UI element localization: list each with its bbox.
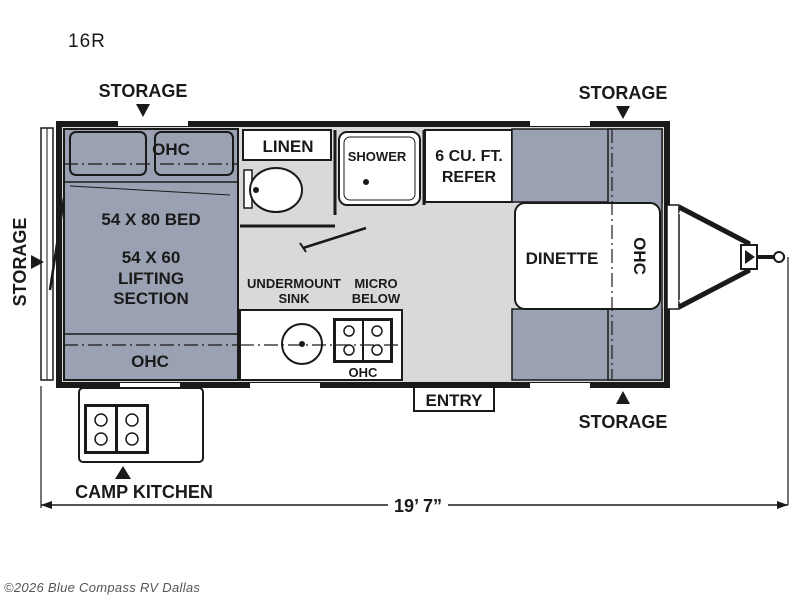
- entry-label: ENTRY: [426, 391, 484, 410]
- lifting-size-label: 54 X 60: [122, 248, 181, 267]
- lifting-label: LIFTING: [118, 269, 184, 288]
- camp-stove-icon: [84, 404, 149, 454]
- kitchen-counter: UNDERMOUNT SINK MICRO BELOW OHC: [239, 276, 403, 381]
- entry-door: ENTRY: [413, 386, 495, 412]
- bed-area: OHC 54 X 80 BED 54 X 60 LIFTING SECTION …: [48, 128, 239, 381]
- storage-left-label: STORAGE: [10, 218, 30, 307]
- refer-size-label: 6 CU. FT.: [435, 148, 503, 165]
- storage-bottom-right: STORAGE: [579, 391, 668, 432]
- toilet-icon: [243, 167, 303, 213]
- storage-top-left-label: STORAGE: [99, 81, 188, 101]
- micro-label-line1: MICRO: [354, 276, 397, 291]
- length-label: 19’ 7”: [394, 496, 442, 516]
- sink-label-line2: SINK: [278, 291, 310, 306]
- storage-arrow-icon: [616, 106, 630, 119]
- stove-icon: [333, 318, 393, 363]
- camp-kitchen: CAMP KITCHEN: [75, 387, 213, 502]
- ohc-kitchen-label: OHC: [349, 365, 379, 380]
- shower-label: SHOWER: [348, 149, 407, 164]
- storage-top-left: STORAGE: [99, 81, 188, 117]
- refer-label: REFER: [442, 169, 497, 186]
- bed-size-label: 54 X 80 BED: [101, 210, 200, 229]
- dinette-area: DINETTE OHC: [511, 128, 663, 381]
- storage-top-right-label: STORAGE: [579, 83, 668, 103]
- ohc-bed-top-label: OHC: [152, 140, 190, 159]
- hitch-icon: [666, 204, 789, 505]
- camp-kitchen-label: CAMP KITCHEN: [75, 482, 213, 502]
- length-dimension: 19’ 7”: [40, 386, 788, 516]
- storage-arrow-icon: [115, 466, 131, 479]
- sink-icon: [281, 323, 323, 365]
- storage-arrow-icon: [136, 104, 150, 117]
- refrigerator: 6 CU. FT. REFER: [424, 129, 513, 203]
- section-label: SECTION: [113, 289, 189, 308]
- sink-label-line1: UNDERMOUNT: [247, 276, 341, 291]
- bathroom: LINEN SHOWER: [240, 129, 426, 253]
- rear-storage-panel: [40, 127, 54, 381]
- micro-label-line2: BELOW: [352, 291, 401, 306]
- linen-label: LINEN: [263, 137, 314, 156]
- ohc-front-label: OHC: [630, 237, 649, 275]
- storage-left: STORAGE: [10, 218, 44, 307]
- storage-arrow-icon: [31, 255, 44, 269]
- shower: SHOWER: [338, 131, 421, 206]
- storage-top-right: STORAGE: [579, 83, 668, 119]
- windows: [118, 121, 590, 388]
- storage-arrow-icon: [616, 391, 630, 404]
- storage-bottom-right-label: STORAGE: [579, 412, 668, 432]
- watermark: ©2026 Blue Compass RV Dallas: [4, 580, 201, 595]
- dinette-label: DINETTE: [526, 249, 599, 268]
- model-number: 16R: [68, 31, 106, 52]
- ohc-bed-bottom-label: OHC: [131, 352, 169, 371]
